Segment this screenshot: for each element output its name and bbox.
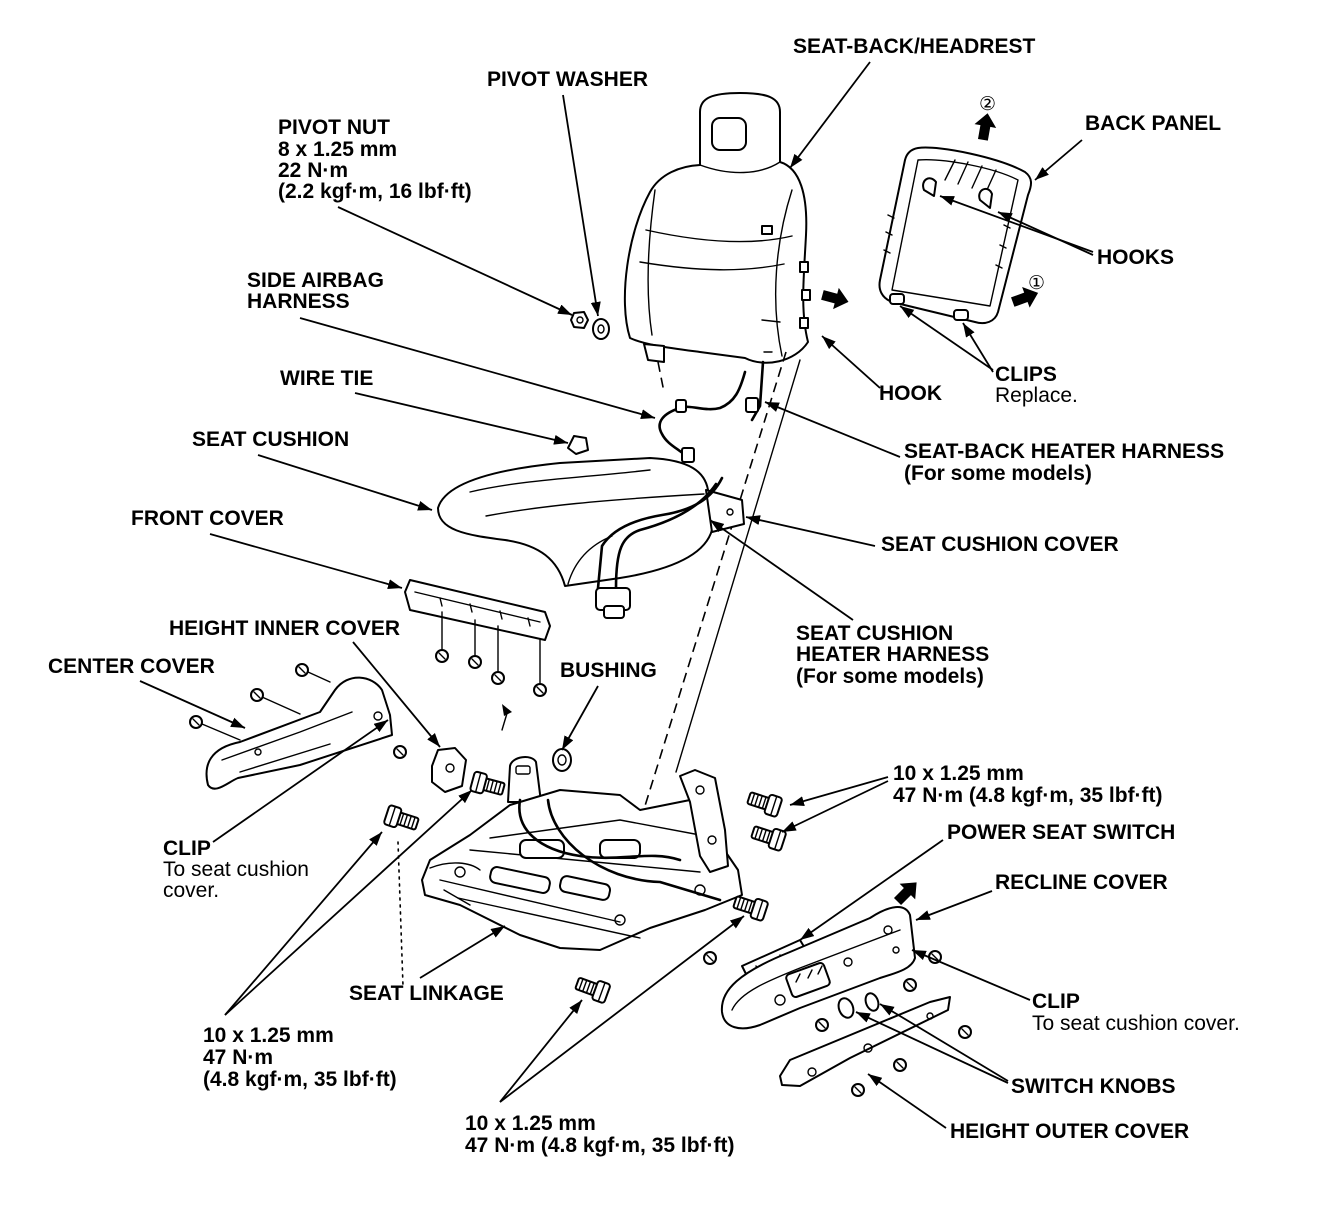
label-side-airbag-harness-2: HARNESS <box>247 290 350 313</box>
power-seat-switch-screw <box>703 951 717 965</box>
label-clip-center-cover-note: To seat cushion <box>163 858 309 881</box>
label-switch-knobs: SWITCH KNOBS <box>1011 1075 1176 1098</box>
height-outer-cover <box>779 996 951 1087</box>
label-power-seat-switch: POWER SEAT SWITCH <box>947 821 1175 844</box>
headrest-opening <box>711 117 747 151</box>
label-clip-recline-cover-note: To seat cushion cover. <box>1032 1012 1240 1035</box>
front-cover-screw <box>435 649 449 663</box>
removal-direction-arrow <box>889 874 925 910</box>
harness-routing-line <box>639 351 787 823</box>
label-pivot-washer: PIVOT WASHER <box>487 68 648 91</box>
recline-cover-screw <box>815 1018 829 1032</box>
label-clips-note: Replace. <box>995 384 1078 407</box>
label-side-airbag-harness: SIDE AIRBAG <box>247 269 384 292</box>
label-seat-back-heater-harness-note: (For some models) <box>904 462 1092 485</box>
back-panel <box>878 146 1032 325</box>
label-front-cover: FRONT COVER <box>131 507 284 530</box>
linkage-bolt <box>382 803 422 835</box>
step-marker-2: ② <box>979 93 996 115</box>
label-front-bolts-torque: 47 N·m <box>203 1046 273 1069</box>
hook-icon <box>978 187 993 209</box>
clip-icon <box>953 309 969 321</box>
height-outer-cover-screw <box>958 1025 972 1039</box>
step-marker-1: ① <box>1028 272 1045 294</box>
label-pivot-nut-size: 8 x 1.25 mm <box>278 138 397 161</box>
center-cover <box>205 676 393 790</box>
label-recline-cover: RECLINE COVER <box>995 871 1168 894</box>
pivot-washer <box>592 318 610 340</box>
recline-cover <box>720 906 916 1030</box>
seat-back-hinge-bracket <box>643 343 665 363</box>
label-clip-center-cover-note-2: cover. <box>163 879 219 902</box>
linkage-bolt <box>572 972 612 1005</box>
linkage-bolt <box>468 770 507 800</box>
center-cover-screw <box>189 715 203 729</box>
label-pivot-nut-torque: 22 N·m <box>278 159 348 182</box>
label-front-bolts-torque-alt: (4.8 kgf·m, 35 lbf·ft) <box>203 1068 397 1091</box>
label-pivot-nut-torque-alt: (2.2 kgf·m, 16 lbf·ft) <box>278 180 472 203</box>
seat-cushion-cover-flap <box>705 489 745 533</box>
label-pivot-nut: PIVOT NUT <box>278 116 390 139</box>
wire-tie <box>567 435 589 455</box>
seat-back-headrest <box>623 92 811 364</box>
label-recline-bolts-size: 10 x 1.25 mm <box>893 762 1024 785</box>
front-cover-screw <box>491 671 505 685</box>
label-height-inner-cover: HEIGHT INNER COVER <box>169 617 400 640</box>
label-bushing: BUSHING <box>560 659 657 682</box>
clip-icon <box>889 293 905 305</box>
label-center-cover: CENTER COVER <box>48 655 215 678</box>
linkage-bolt <box>744 787 784 819</box>
linkage-bolt <box>730 891 770 923</box>
seat-cushion-heater-harness <box>596 476 724 590</box>
label-height-outer-cover: HEIGHT OUTER COVER <box>950 1120 1189 1143</box>
label-seat-linkage: SEAT LINKAGE <box>349 982 504 1005</box>
center-cover-screw <box>250 688 264 702</box>
label-seat-cushion: SEAT CUSHION <box>192 428 349 451</box>
label-front-bolts-size: 10 x 1.25 mm <box>203 1024 334 1047</box>
label-clip-recline-cover: CLIP <box>1032 990 1080 1013</box>
leader-lines <box>139 61 1094 1129</box>
height-outer-cover-screw <box>893 1058 907 1072</box>
center-cover-screw <box>295 663 309 677</box>
label-clips: CLIPS <box>995 363 1057 386</box>
front-cover-screw <box>468 655 482 669</box>
height-outer-cover-screw <box>851 1083 865 1097</box>
seat-belt-buckle <box>507 756 542 803</box>
height-inner-cover <box>431 747 467 793</box>
label-seat-cushion-heater-harness-note: (For some models) <box>796 665 984 688</box>
label-rear-bolts-torque: 47 N·m (4.8 kgf·m, 35 lbf·ft) <box>465 1134 735 1157</box>
label-seat-cushion-heater-harness-2: HEATER HARNESS <box>796 643 989 666</box>
linkage-reference-line <box>397 841 404 987</box>
removal-direction-arrow <box>819 284 852 313</box>
label-recline-bolts-torque: 47 N·m (4.8 kgf·m, 35 lbf·ft) <box>893 784 1163 807</box>
linkage-bolt <box>748 821 788 853</box>
seat-linkage <box>421 789 743 951</box>
labels: SEAT-BACK/HEADREST PIVOT WASHER PIVOT NU… <box>48 35 1240 1157</box>
pivot-nut <box>570 311 589 329</box>
label-hooks: HOOKS <box>1097 246 1174 269</box>
label-hook: HOOK <box>879 382 942 405</box>
height-inner-cover-screw <box>393 745 407 759</box>
removal-direction-arrow <box>972 111 999 142</box>
switch-knob <box>837 997 855 1019</box>
label-clip-center-cover: CLIP <box>163 837 211 860</box>
label-rear-bolts-size: 10 x 1.25 mm <box>465 1112 596 1135</box>
label-seat-back-heater-harness: SEAT-BACK HEATER HARNESS <box>904 440 1224 463</box>
front-cover <box>404 579 551 641</box>
label-wire-tie: WIRE TIE <box>280 367 373 390</box>
label-back-panel: BACK PANEL <box>1085 112 1221 135</box>
front-cover-screw <box>533 683 547 697</box>
bushing <box>552 748 572 772</box>
seat-cushion <box>437 457 713 587</box>
label-seat-cushion-cover: SEAT CUSHION COVER <box>881 533 1119 556</box>
label-seat-cushion-heater-harness: SEAT CUSHION <box>796 622 953 645</box>
label-seat-back-headrest: SEAT-BACK/HEADREST <box>793 35 1035 58</box>
hook-icon <box>922 177 937 197</box>
recline-cover-screw <box>903 978 917 992</box>
seat-back-heater-harness <box>750 360 765 422</box>
side-airbag-harness <box>658 370 747 462</box>
recline-bracket <box>679 769 729 873</box>
switch-knob <box>864 992 880 1012</box>
